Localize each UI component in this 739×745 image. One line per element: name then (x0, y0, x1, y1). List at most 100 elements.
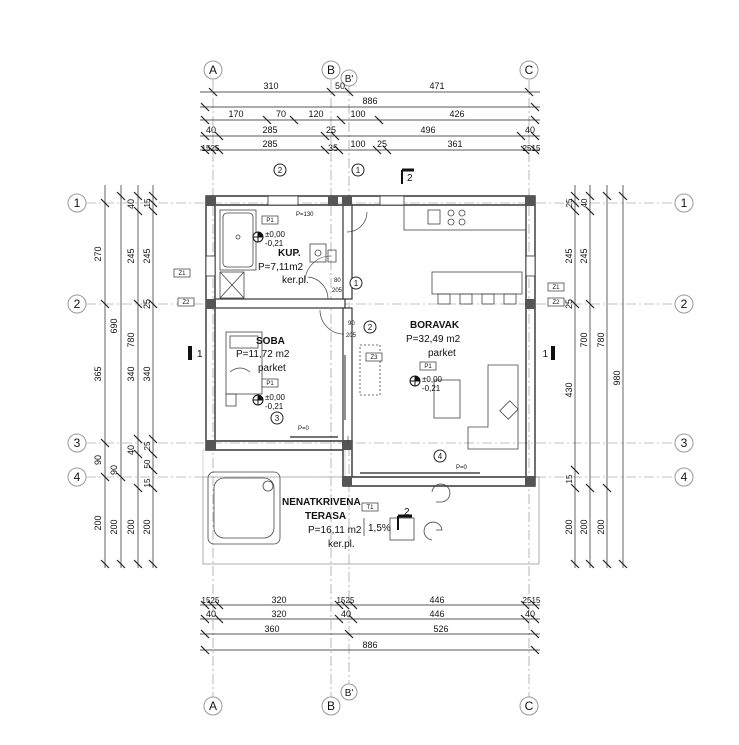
axis-label-4-right: 4 (681, 470, 688, 484)
dim-bot-25c: 25 (523, 596, 532, 605)
tag-z2b: Z2 (552, 300, 560, 306)
dim-right-15: 15 (565, 474, 574, 483)
dim-bot-526: 526 (433, 624, 448, 634)
room-terasa-name1: NENATKRIVENA (282, 497, 361, 508)
dim-top-496: 496 (420, 125, 435, 135)
wall-tags (173, 215, 565, 512)
dim-top-25c: 25 (377, 139, 387, 149)
room-boravak-area: P=32,49 m2 (406, 334, 461, 345)
dim-right-430: 430 (564, 382, 574, 397)
section-markers (188, 168, 555, 530)
dim-left-340a: 340 (126, 366, 136, 381)
axis-label-4-left: 4 (74, 470, 81, 484)
axis-label-a-bottom: A (209, 699, 217, 713)
dim-left-245b: 245 (142, 248, 152, 263)
dim-left-245a: 245 (126, 248, 136, 263)
room-kup-area: P=7,11m2 (258, 262, 304, 273)
axis-label-3-left: 3 (74, 436, 81, 450)
dim-left-200a: 200 (93, 515, 103, 530)
dim-right-25b: 25 (564, 299, 574, 309)
room-boravak-level2: -0,21 (422, 384, 441, 393)
dim-bot-15a: 15 (202, 596, 211, 605)
dim-top-35: 35 (328, 143, 338, 153)
dim-top-15b: 15 (532, 144, 541, 153)
dim-bot-446b: 446 (429, 609, 444, 619)
dim-top-15a: 15 (202, 144, 211, 153)
dim-left-90b: 90 (109, 465, 119, 475)
bedroom-furniture (225, 331, 263, 407)
dim-right-245b: 245 (579, 248, 589, 263)
dim-right-25a: 25 (565, 198, 574, 207)
note-p0b: P=0 (456, 465, 468, 471)
dim-left-50: 50 (143, 459, 152, 468)
dim-left-200c: 200 (126, 519, 136, 534)
dim-left-270: 270 (93, 246, 103, 261)
dim-top-70: 70 (276, 109, 286, 119)
dim-top-170: 170 (228, 109, 243, 119)
room-terasa-name2: TERASA (305, 511, 346, 522)
dim-bot-40c: 40 (525, 609, 535, 619)
axis-bubbles (67, 60, 694, 716)
door-tag-2b: 2 (368, 323, 373, 332)
dim-right-780: 780 (596, 332, 606, 347)
section-2-top: 2 (407, 173, 413, 184)
left-dimension-lines (100, 185, 158, 569)
dim-left-780: 780 (126, 332, 136, 347)
room-kup-level1: ±0,00 (265, 230, 286, 239)
axis-label-c-top: C (525, 63, 534, 77)
note-80a: 80 (334, 278, 341, 284)
dim-bot-25b: 25 (346, 596, 355, 605)
note-p0a: P=0 (298, 426, 310, 432)
dim-left-15b: 15 (143, 478, 152, 487)
dim-bot-15b: 15 (337, 596, 346, 605)
door-bubbles (270, 163, 447, 463)
dim-top-361: 361 (447, 139, 462, 149)
dim-bot-25a: 25 (211, 596, 220, 605)
room-labels: KUP. P=7,11m2 ker.pl. ±0,00 -0,21 SOBA P… (236, 230, 461, 550)
dim-right-700: 700 (579, 332, 589, 347)
dim-top-100: 100 (350, 109, 365, 119)
section-1-right: 1 (542, 349, 548, 360)
axis-labels: A B B' C A B B' C 1 2 3 4 1 2 3 4 (74, 63, 688, 713)
dim-left-40a: 40 (126, 199, 136, 209)
dim-left-25b: 25 (143, 441, 152, 450)
dim-bot-886: 886 (362, 640, 377, 650)
dim-top-426: 426 (449, 109, 464, 119)
tag-p1-boravak: P1 (424, 364, 432, 370)
dim-top-285b: 285 (262, 139, 277, 149)
tag-p1-soba: P1 (266, 381, 274, 387)
axis-label-c-bottom: C (525, 699, 534, 713)
sliding-doors (290, 355, 480, 474)
dim-top-40a: 40 (206, 125, 216, 135)
top-dimension-lines (200, 87, 540, 155)
section-2-bottom: 2 (404, 507, 410, 518)
tag-z3: Z3 (370, 355, 378, 361)
axis-label-b2-top: B' (345, 74, 354, 85)
dim-right-200c: 200 (596, 519, 606, 534)
dim-top-886: 886 (362, 96, 377, 106)
dim-right-200a: 200 (564, 519, 574, 534)
kitchen-counter (403, 204, 527, 305)
room-kup-level2: -0,21 (265, 239, 284, 248)
axis-label-2-right: 2 (681, 297, 688, 311)
room-terasa-area: P=16,11 m2 (308, 525, 362, 536)
dim-right-980: 980 (612, 370, 622, 385)
room-soba-name: SOBA (256, 336, 285, 347)
note-205b: 205 (346, 333, 357, 339)
dim-bot-40a: 40 (206, 609, 216, 619)
room-terasa-slope: 1,5% (368, 523, 391, 534)
axis-label-3-right: 3 (681, 436, 688, 450)
section-1-left: 1 (197, 349, 203, 360)
section-labels: 1 1 2 2 (197, 173, 548, 518)
dim-bot-446a: 446 (429, 595, 444, 605)
dim-top-25a: 25 (326, 125, 336, 135)
room-soba-area: P=11,72 m2 (236, 349, 290, 360)
dim-left-200b: 200 (109, 519, 119, 534)
bottom-dimension-text: 15 25 320 15 25 446 25 15 40 320 40 446 … (202, 595, 541, 650)
note-90: 90 (348, 321, 355, 327)
dim-left-90: 90 (93, 455, 103, 465)
dim-bot-15c: 15 (532, 596, 541, 605)
dim-left-200d: 200 (142, 519, 152, 534)
right-dimension-text: 25 245 25 430 15 200 40 245 700 200 780 … (564, 198, 622, 535)
